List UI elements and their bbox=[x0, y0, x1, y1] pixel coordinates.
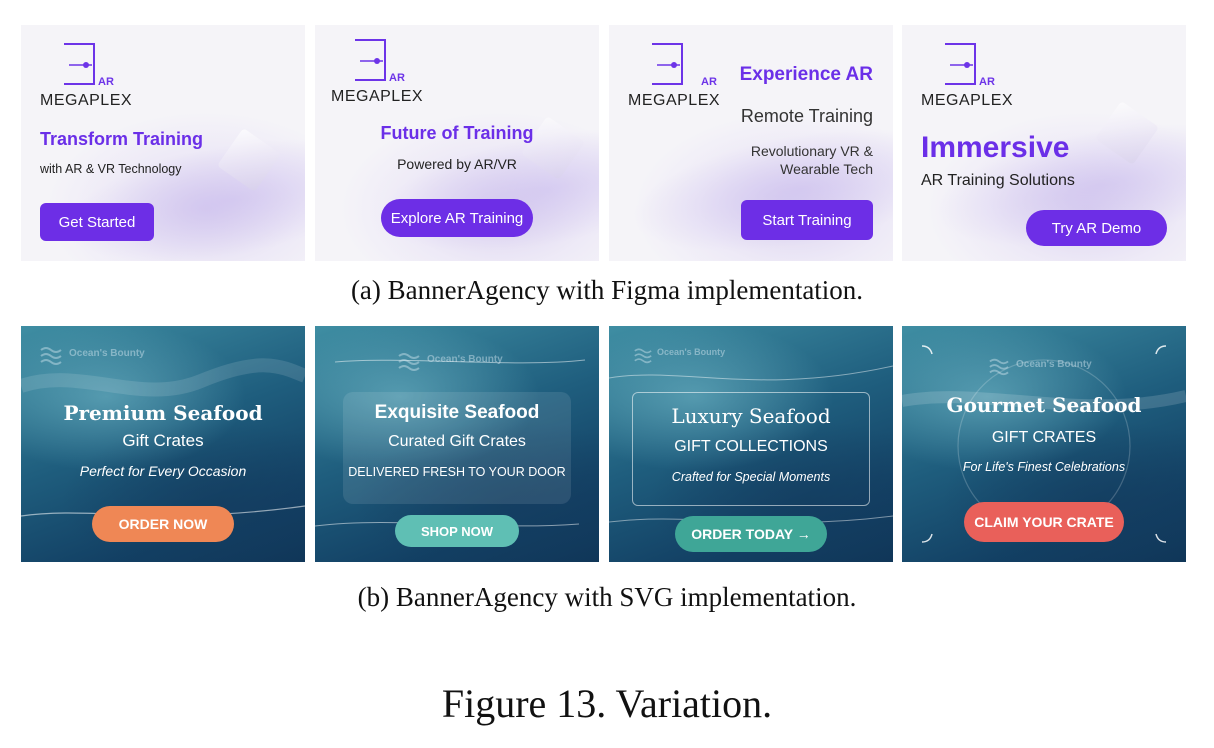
seafood-banner-1: Ocean's Bounty Premium Seafood Gift Crat… bbox=[21, 326, 305, 562]
brand-name: Ocean's Bounty bbox=[1016, 359, 1092, 370]
banner-headline: Transform Training bbox=[40, 129, 204, 149]
banner-tagline: For Life's Finest Celebrations bbox=[962, 460, 1126, 474]
row-a-caption: (a) BannerAgency with Figma implementati… bbox=[350, 275, 864, 305]
brand-name: Ocean's Bounty bbox=[427, 354, 503, 365]
banner-tagline: Perfect for Every Occasion bbox=[79, 463, 247, 479]
waves-logo-icon bbox=[398, 353, 420, 371]
banner-subtitle: with AR & VR Technology bbox=[40, 162, 182, 176]
content-frame bbox=[632, 392, 870, 506]
shop-now-button[interactable]: SHOP NOW bbox=[395, 515, 519, 547]
order-today-button[interactable]: ORDER TODAY → bbox=[675, 516, 827, 552]
logo-wordmark: MEGAPLEX bbox=[331, 88, 424, 105]
banner-subtitle: Curated Gift Crates bbox=[388, 433, 526, 450]
logo-ar-label: AR bbox=[701, 76, 717, 88]
banner-headline: Future of Training bbox=[380, 123, 534, 143]
logo-wordmark: MEGAPLEX bbox=[40, 92, 133, 109]
seafood-banner-4: Ocean's Bounty Gourmet Seafood GIFT CRAT… bbox=[902, 326, 1186, 562]
logo-ar-label: AR bbox=[979, 76, 995, 88]
logo-ar-label: AR bbox=[98, 76, 114, 88]
try-ar-demo-button[interactable]: Try AR Demo bbox=[1026, 210, 1167, 246]
banner-detail-line-1: Revolutionary VR & bbox=[750, 143, 873, 159]
waves-logo-icon bbox=[634, 348, 652, 364]
banner-headline: Premium Seafood bbox=[63, 401, 263, 425]
row-b-caption: (b) BannerAgency with SVG implementation… bbox=[357, 582, 857, 612]
megaplex-banner-4: AR MEGAPLEX Immersive AR Training Soluti… bbox=[902, 25, 1186, 261]
logo-wordmark: MEGAPLEX bbox=[921, 92, 1014, 109]
banner-tagline: Crafted for Special Moments bbox=[671, 470, 831, 484]
waves-logo-icon bbox=[40, 347, 62, 365]
banner-headline: Experience AR bbox=[739, 64, 873, 85]
banner-subtitle: GIFT COLLECTIONS bbox=[674, 438, 828, 455]
content-card bbox=[343, 392, 571, 504]
banner-detail-line-2: Wearable Tech bbox=[780, 161, 873, 177]
megaplex-logo-icon bbox=[652, 43, 683, 85]
get-started-button[interactable]: Get Started bbox=[40, 203, 154, 241]
banner-subtitle: GIFT CRATES bbox=[991, 429, 1097, 446]
start-training-button[interactable]: Start Training bbox=[741, 200, 873, 240]
brand-name: Ocean's Bounty bbox=[69, 348, 145, 359]
megaplex-logo-icon bbox=[64, 43, 95, 85]
megaplex-logo-icon bbox=[355, 39, 386, 81]
banner-headline: Gourmet Seafood bbox=[946, 393, 1142, 417]
logo-wordmark: MEGAPLEX bbox=[628, 92, 721, 109]
figure-caption: Figure 13. Variation. bbox=[441, 681, 773, 726]
megaplex-banner-2: AR MEGAPLEX Future of Training Powered b… bbox=[315, 25, 599, 261]
order-now-button[interactable]: ORDER NOW bbox=[92, 506, 234, 542]
explore-ar-training-button[interactable]: Explore AR Training bbox=[381, 199, 533, 237]
seafood-banner-2: Ocean's Bounty Exquisite Seafood Curated… bbox=[315, 326, 599, 562]
seafood-banner-3: Ocean's Bounty Luxury Seafood GIFT COLLE… bbox=[609, 326, 893, 562]
logo-ar-label: AR bbox=[389, 72, 405, 84]
brand-name: Ocean's Bounty bbox=[657, 347, 726, 357]
banner-subtitle: Gift Crates bbox=[122, 431, 204, 450]
waves-logo-icon bbox=[989, 358, 1009, 376]
banner-subtitle: AR Training Solutions bbox=[921, 172, 1075, 189]
banner-headline: Luxury Seafood bbox=[671, 404, 831, 428]
claim-your-crate-button[interactable]: CLAIM YOUR CRATE bbox=[964, 502, 1124, 542]
megaplex-banner-3: AR MEGAPLEX Experience AR Remote Trainin… bbox=[609, 25, 893, 261]
banner-subtitle: Remote Training bbox=[740, 106, 873, 126]
banner-tagline: DELIVERED FRESH TO YOUR DOOR bbox=[348, 465, 566, 479]
megaplex-banner-1: AR MEGAPLEX Transform Training with AR &… bbox=[21, 25, 305, 261]
banner-headline: Exquisite Seafood bbox=[374, 402, 540, 423]
banner-subtitle: Powered by AR/VR bbox=[397, 156, 517, 172]
megaplex-logo-icon bbox=[945, 43, 976, 85]
banner-headline: Immersive bbox=[921, 131, 1070, 164]
